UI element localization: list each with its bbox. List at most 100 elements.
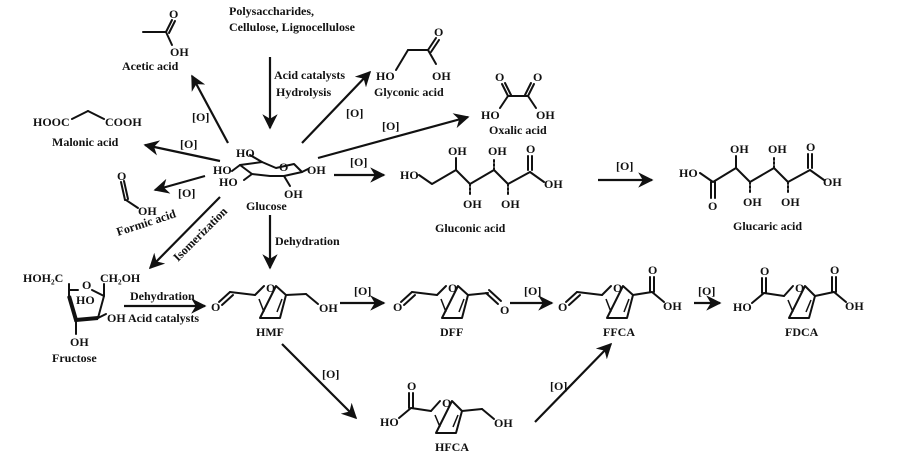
arrow-to-acetic-acid: [O] [191,74,229,144]
oxidation-label: [O] [192,110,209,124]
hfca-to-ffca-arrow: [O] [534,342,613,423]
hfca-oh: OH [494,416,513,430]
oxidation-label: [O] [616,159,633,173]
fdca-label: FDCA [785,325,819,339]
malonic-acid-label: Malonic acid [52,135,119,149]
fdca-ho: HO [733,300,752,314]
glucaric-ho-left: HO [679,166,698,180]
oxidation-label: [O] [350,155,367,169]
glucaric-oh-3: OH [743,195,762,209]
arrow-to-oxalic-acid: [O] [317,113,470,160]
glucaric-o-right: O [806,140,815,154]
glucaric-oh-2: OH [768,142,787,156]
oxalic-acid: O O HO OH Oxalic acid [481,70,555,137]
gluconic-ho: HO [400,168,419,182]
hmf-to-dff-arrow: [O] [340,284,386,311]
acetic-acid-label: Acetic acid [122,59,179,73]
feedstock-label: Polysaccharides, Cellulose, Lignocellulo… [229,4,356,34]
gluconic-oh-1: OH [448,144,467,158]
glucose-ho-left2: HO [219,175,238,189]
fdca-o-left: O [760,264,769,278]
hfca-ho: HO [380,415,399,429]
fructose-ring-o: O [82,278,91,292]
oxalic-ho: HO [481,108,500,122]
gluconic-oh-3: OH [463,197,482,211]
dff-o-right: O [500,303,509,317]
hfca-label: HFCA [435,440,469,454]
arrow-to-glyconic-acid: [O] [301,70,372,144]
oxalic-o-left: O [495,70,504,84]
malonic-cooh: COOH [105,115,142,129]
fructose-label: Fructose [52,351,97,365]
glyconic-o: O [434,25,443,39]
oxalic-acid-label: Oxalic acid [489,123,547,137]
gluconic-o: O [526,142,535,156]
fructose-to-hmf-arrow: Dehydration Acid catalysts [124,289,207,325]
oxidation-label: [O] [346,106,363,120]
glucose-ho-top: HO [236,146,255,160]
fdca-o-right: O [830,263,839,277]
oxalic-oh: OH [536,108,555,122]
acid-catalysts-label: Acid catalysts [128,311,199,325]
glyconic-oh: OH [432,69,451,83]
hmf-aldehyde-o: O [211,300,220,314]
oxidation-label: [O] [322,367,339,381]
glucaric-o-left: O [708,199,717,213]
ffca-label: FFCA [603,325,635,339]
ffca-aldehyde-o: O [558,300,567,314]
ffca-carbonyl-o: O [648,263,657,277]
acetic-oh: OH [170,45,189,59]
ffca-ring-o: O [613,281,622,295]
acid-catalysts-label: Acid catalysts [274,68,345,82]
dff-structure: O O O DFF [393,281,509,339]
dff-to-ffca-arrow: [O] [510,284,554,311]
arrow-to-formic-acid: [O] [153,174,206,200]
malonic-acid: HOOC COOH Malonic acid [33,110,142,149]
fructose-ho: HO [76,293,95,307]
formic-o: O [117,169,126,183]
fructose-oh-right: OH [107,311,126,325]
fructose-structure: HOH₂C CH₂OH O HO OH OH Fructose [23,271,141,365]
glucose-to-hmf-arrow: Dehydration [262,215,340,270]
arrow-to-malonic-acid: [O] [143,137,221,163]
glucaric-oh-1: OH [730,142,749,156]
glucaric-acid-label: Glucaric acid [733,219,802,233]
hmf-label: HMF [256,325,284,339]
isomerization-arrow: Isomerization [148,196,230,270]
gluconic-oh-4: OH [501,197,520,211]
hmf-oh: OH [319,301,338,315]
dff-label: DFF [440,325,463,339]
dff-o-left: O [393,300,402,314]
dff-ring-o: O [448,281,457,295]
fructose-oh-bottom: OH [70,335,89,349]
hmf-structure: O O OH HMF [211,281,338,339]
fructose-ch2oh: CH₂OH [100,271,141,285]
oxidation-label: [O] [550,379,567,393]
oxidation-label: [O] [382,119,399,133]
gluconic-oh-2: OH [488,144,507,158]
acetic-acid: O OH Acetic acid [122,7,189,73]
glyconic-acid: O HO OH Glyconic acid [374,25,451,99]
dehydration-label: Dehydration [275,234,340,248]
ffca-oh: OH [663,299,682,313]
glucose-structure: HO O OH HO HO OH Glucose [213,146,326,213]
acetic-o: O [169,7,178,21]
glyconic-acid-label: Glyconic acid [374,85,444,99]
oxidation-label: [O] [354,284,371,298]
hfca-carbonyl-o: O [407,379,416,393]
fdca-ring-o: O [795,281,804,295]
glucaric-oh-4: OH [781,195,800,209]
glyconic-ho: HO [376,69,395,83]
oxidation-label: [O] [180,137,197,151]
ffca-to-fdca-arrow: [O] [694,284,722,311]
ffca-structure: O O O OH FFCA [558,263,682,339]
formic-oh: OH [138,204,157,218]
hydrolysis-label: Hydrolysis [276,85,331,99]
fdca-oh: OH [845,299,864,313]
glucaric-oh-right: OH [823,175,842,189]
oxidation-label: [O] [698,284,715,298]
malonic-hooc: HOOC [33,115,70,129]
feedstock-line1: Polysaccharides, [229,4,314,18]
gluconic-oh-acid: OH [544,177,563,191]
